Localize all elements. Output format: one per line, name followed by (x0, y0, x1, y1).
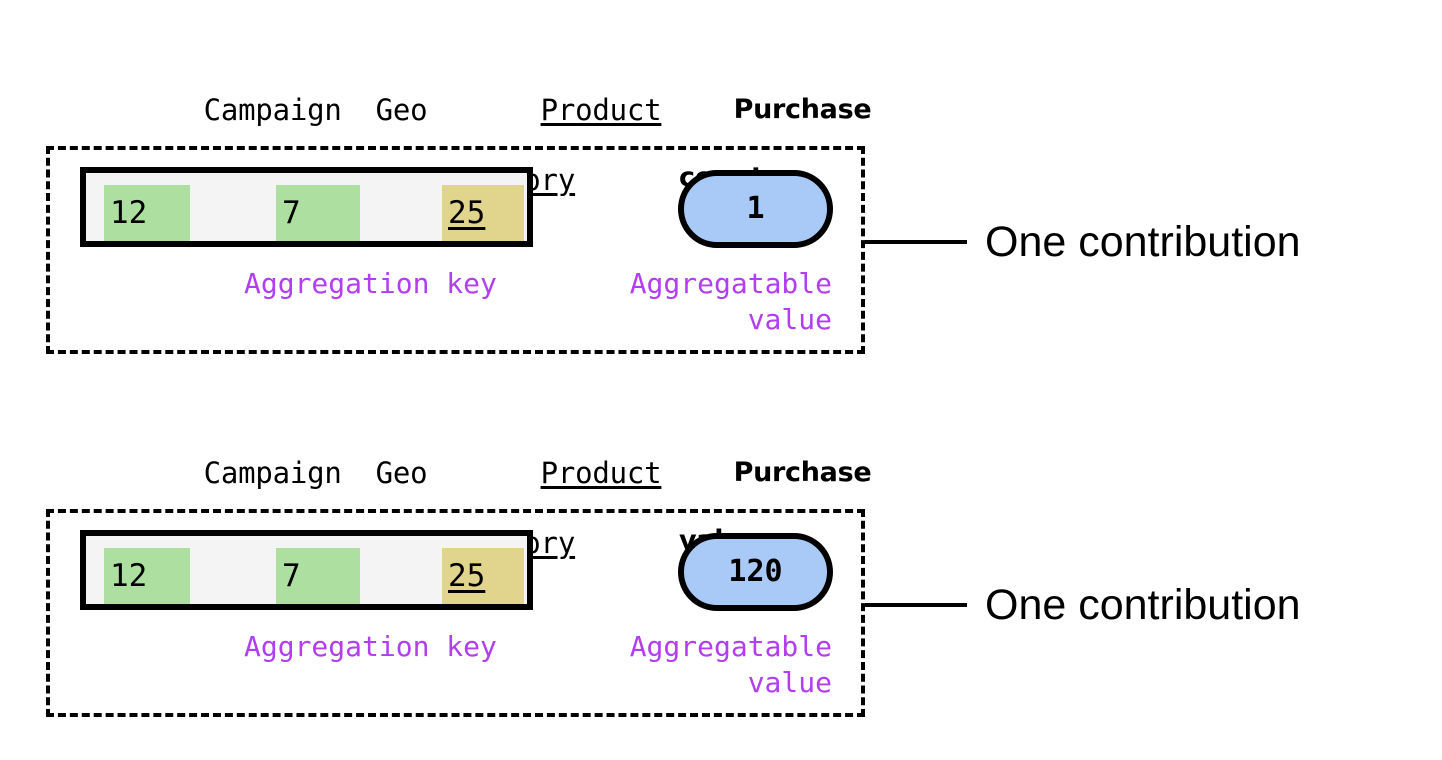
aggregatable-value-text: 1 (746, 191, 765, 226)
caption-aggregation-key: Aggregation key (244, 630, 497, 663)
key-cell-product-category: 25 (442, 185, 524, 241)
key-cell-campaign-id-value: 12 (110, 558, 148, 594)
aggregation-key-box: 12 7 25 (80, 167, 533, 247)
caption-aggregatable-value: Aggregatable value (629, 630, 832, 699)
column-header-metric-line1: Purchase (733, 94, 872, 125)
column-header-product-category-line1: Product (540, 456, 662, 490)
column-header-campaign-id-line1: Campaign (203, 456, 342, 490)
callout-label-one-contribution: One contribution (985, 581, 1301, 629)
aggregatable-value-pill: 1 (678, 170, 833, 248)
key-cell-geo-id-value: 7 (282, 195, 301, 231)
key-cell-geo-id: 7 (276, 185, 360, 241)
column-headers: Campaign ID Geo ID Product category Purc… (0, 421, 1442, 560)
contribution-boundary (46, 146, 865, 354)
caption-aggregatable-value: Aggregatable value (629, 267, 832, 336)
contribution-boundary (46, 509, 865, 717)
key-cell-product-category-value: 25 (448, 558, 486, 594)
key-cell-campaign-id-value: 12 (110, 195, 148, 231)
aggregation-key-box: 12 7 25 (80, 530, 533, 610)
column-header-geo-id-line1: Geo (375, 456, 428, 490)
key-cell-product-category: 25 (442, 548, 524, 604)
key-cell-geo-id: 7 (276, 548, 360, 604)
column-header-product-category-line1: Product (540, 93, 662, 127)
key-cell-campaign-id: 12 (104, 548, 190, 604)
key-cell-product-category-value: 25 (448, 195, 486, 231)
callout-connector-line (865, 240, 967, 244)
column-headers: Campaign ID Geo ID Product category Purc… (0, 58, 1442, 197)
aggregatable-value-pill: 120 (678, 533, 833, 611)
key-cell-geo-id-value: 7 (282, 558, 301, 594)
callout-connector-line (865, 603, 967, 607)
caption-aggregation-key: Aggregation key (244, 267, 497, 300)
callout-label-one-contribution: One contribution (985, 218, 1301, 266)
column-header-campaign-id-line1: Campaign (203, 93, 342, 127)
aggregatable-value-text: 120 (728, 554, 783, 589)
key-cell-campaign-id: 12 (104, 185, 190, 241)
column-header-metric-line1: Purchase (733, 457, 872, 488)
column-header-geo-id-line1: Geo (375, 93, 428, 127)
